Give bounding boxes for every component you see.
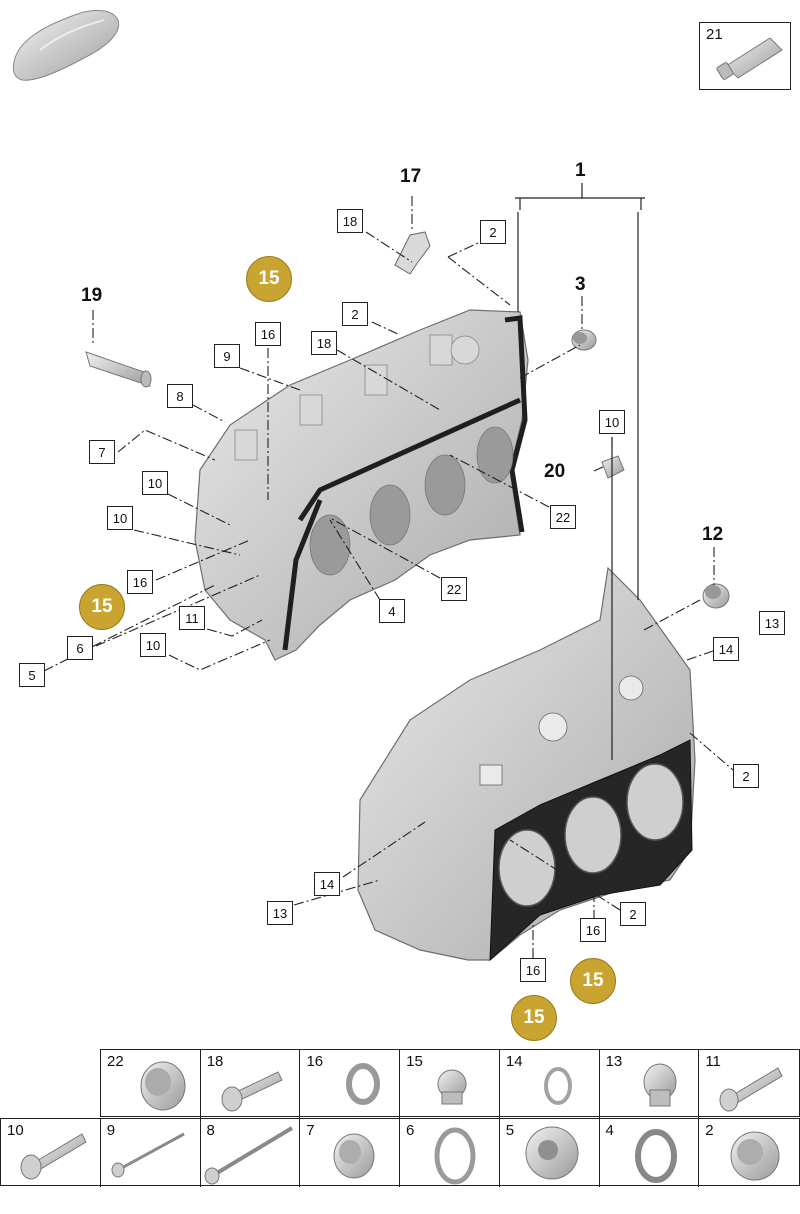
parts-cell: 14 xyxy=(500,1050,600,1118)
ref-box-number: 21 xyxy=(706,26,723,43)
parts-cell-number: 4 xyxy=(605,1122,614,1139)
callout-13: 13 xyxy=(759,611,785,635)
parts-table-thumbnails xyxy=(20,1061,783,1185)
parts-cell-number: 16 xyxy=(306,1053,324,1070)
callout-13: 13 xyxy=(267,901,293,925)
callout-14: 14 xyxy=(713,637,739,661)
parts-cell: 13 xyxy=(600,1050,700,1118)
callout-2: 2 xyxy=(342,302,368,326)
parts-cell-number: 8 xyxy=(206,1122,215,1139)
bracket-17 xyxy=(394,231,431,275)
parts-cell-number: 13 xyxy=(605,1053,623,1070)
upper-crankcase-half xyxy=(194,309,529,661)
callout-16: 16 xyxy=(255,322,281,346)
callout-15-badge: 15 xyxy=(570,958,616,1004)
callout-20: 20 xyxy=(544,461,566,482)
callout-22: 22 xyxy=(441,577,467,601)
callout-16: 16 xyxy=(127,570,153,594)
callout-16: 16 xyxy=(520,958,546,982)
parts-table-row-1: 22 18 16 15 14 13 11 xyxy=(100,1049,800,1118)
callout-10: 10 xyxy=(107,506,133,530)
callout-19: 19 xyxy=(81,285,103,306)
parts-cell: 11 xyxy=(699,1050,799,1118)
callout-15-badge: 15 xyxy=(79,584,125,630)
callout-18: 18 xyxy=(337,209,363,233)
callout-17: 17 xyxy=(400,166,422,187)
callout-2: 2 xyxy=(480,220,506,244)
callout-9: 9 xyxy=(214,344,240,368)
parts-cell: 4 xyxy=(600,1119,700,1187)
sensor-20 xyxy=(601,455,625,479)
parts-cell: 8 xyxy=(201,1119,301,1187)
callout-15-badge: 15 xyxy=(511,995,557,1041)
parts-cell: 9 xyxy=(101,1119,201,1187)
callout-15-badge: 15 xyxy=(246,256,292,302)
ref-box-21: 21 xyxy=(699,22,791,90)
lower-crankcase-half xyxy=(357,566,696,962)
callout-11: 11 xyxy=(179,606,205,630)
callout-10: 10 xyxy=(599,410,625,434)
parts-cell-number: 22 xyxy=(107,1053,124,1070)
callout-1: 1 xyxy=(575,160,586,181)
sealant-tube-icon xyxy=(716,37,783,80)
parts-cell: 5 xyxy=(500,1119,600,1187)
callout-7: 7 xyxy=(89,440,115,464)
callout-5: 5 xyxy=(19,663,45,687)
parts-cell: 6 xyxy=(400,1119,500,1187)
parts-cell: 10 xyxy=(1,1119,101,1187)
callout-2: 2 xyxy=(620,902,646,926)
parts-cell-number: 18 xyxy=(206,1053,224,1070)
parts-cell-number: 2 xyxy=(705,1122,714,1139)
callout-14: 14 xyxy=(314,872,340,896)
callout-6: 6 xyxy=(67,636,93,660)
parts-cell-number: 7 xyxy=(306,1122,315,1139)
callout-22: 22 xyxy=(550,505,576,529)
parts-cell: 2 xyxy=(699,1119,799,1187)
car-thumbnail-icon xyxy=(12,10,120,81)
parts-cell-number: 10 xyxy=(7,1122,24,1139)
callout-16: 16 xyxy=(580,918,606,942)
parts-cell-number: 11 xyxy=(705,1053,721,1070)
parts-cell: 16 xyxy=(300,1050,401,1118)
callout-3: 3 xyxy=(575,274,586,295)
parts-cell-number: 15 xyxy=(406,1053,423,1070)
parts-cell-number: 14 xyxy=(505,1053,523,1070)
leader-lines xyxy=(43,196,734,958)
parts-cell-number: 5 xyxy=(505,1122,515,1139)
parts-cell: 15 xyxy=(400,1050,500,1118)
parts-cell-number: 6 xyxy=(406,1122,415,1139)
callout-10: 10 xyxy=(142,471,168,495)
parts-cell: 7 xyxy=(300,1119,400,1187)
parts-cell: 22 xyxy=(101,1050,201,1118)
callout-8: 8 xyxy=(167,384,193,408)
parts-table-row-2: 10 9 8 7 6 5 4 2 xyxy=(0,1118,800,1187)
dowel-sleeve-19 xyxy=(85,351,152,388)
sleeve-3 xyxy=(571,329,597,351)
sleeve-12 xyxy=(702,583,730,609)
callout-10: 10 xyxy=(140,633,166,657)
parts-cell: 18 xyxy=(201,1050,301,1118)
callout-12: 12 xyxy=(702,524,724,545)
callout-4: 4 xyxy=(379,599,405,623)
parts-cell-number: 9 xyxy=(106,1122,116,1139)
callout-18: 18 xyxy=(311,331,337,355)
assembly-bracket-1 xyxy=(515,183,645,760)
callout-2: 2 xyxy=(733,764,759,788)
